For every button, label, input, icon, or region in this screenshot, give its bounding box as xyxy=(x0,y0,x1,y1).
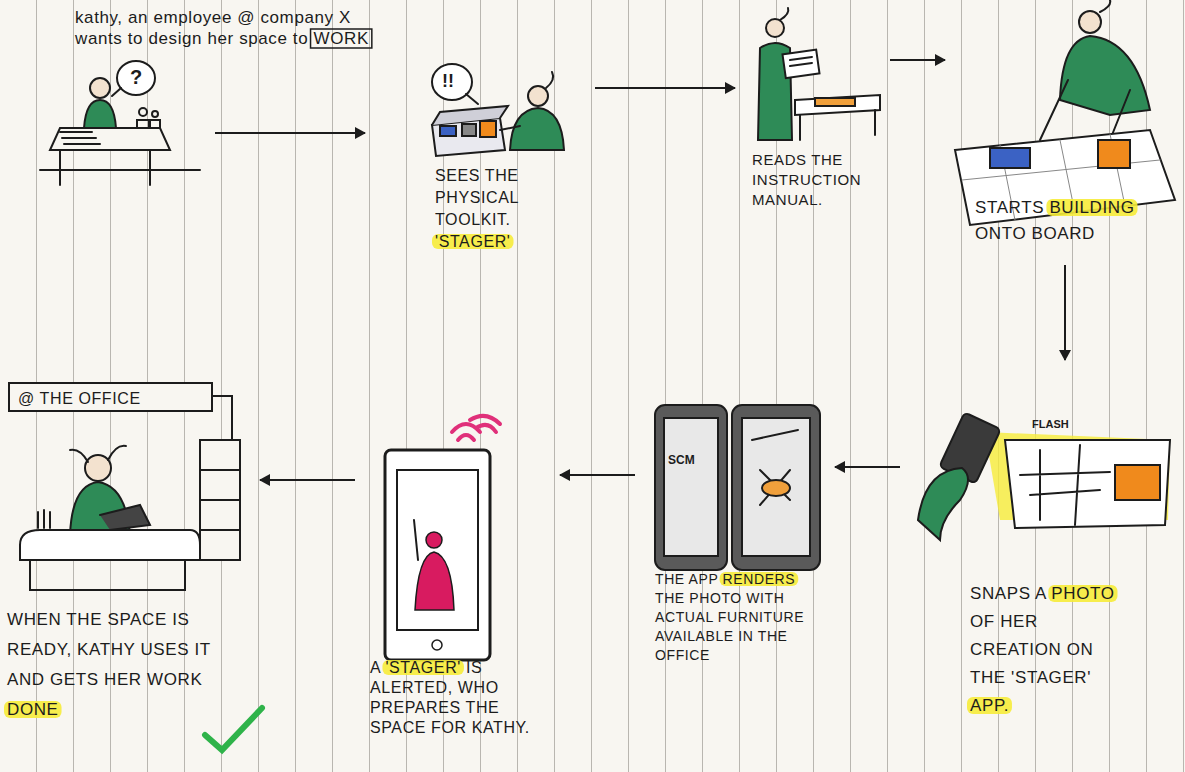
panel-caption: A 'STAGER' IS ALERTED, WHO PREPARES THE … xyxy=(370,658,552,738)
table-legs xyxy=(800,110,875,140)
head xyxy=(90,78,110,98)
head xyxy=(85,455,111,481)
stager-arm xyxy=(414,520,418,560)
story-panel: kathy, an employee @ company X wants to … xyxy=(40,5,210,195)
orange-piece xyxy=(815,98,855,106)
stager-head xyxy=(426,532,442,548)
story-panel: WHEN THE SPACE IS READY, KATHY USES IT A… xyxy=(5,380,255,770)
scene-desk xyxy=(40,61,200,185)
ponytail xyxy=(780,8,788,20)
panel-caption: SNAPS A PHOTO OF HER CREATION ON THE 'ST… xyxy=(970,580,1125,720)
person-icon xyxy=(152,111,158,117)
panel-caption: WHEN THE SPACE IS READY, KATHY USES IT A… xyxy=(7,605,247,725)
manual-lines xyxy=(790,57,812,66)
hand xyxy=(918,468,968,540)
table xyxy=(795,95,880,115)
stager-body xyxy=(415,552,454,610)
head xyxy=(766,19,784,37)
person-icon xyxy=(137,120,149,128)
sketch-label: !! xyxy=(442,71,454,92)
scene-manual xyxy=(758,8,880,140)
flow-arrow xyxy=(835,466,900,468)
location-box: @ THE OFFICE xyxy=(8,382,213,412)
panel-caption: SEES THE PHYSICAL TOOLKIT. 'STAGER' xyxy=(435,165,553,253)
scene-photo xyxy=(918,412,1170,540)
laptop xyxy=(100,505,150,530)
panel-caption: THE APP RENDERS THE PHOTO WITH ACTUAL FU… xyxy=(655,570,827,665)
phone xyxy=(655,405,727,570)
orange-piece xyxy=(1098,140,1130,168)
phone-screen xyxy=(664,418,718,556)
body xyxy=(84,100,116,128)
sketch-label: FLASH xyxy=(1032,418,1069,430)
ponytail xyxy=(546,72,553,88)
panel-caption: STARTS BUILDING ONTO BOARD xyxy=(975,195,1165,247)
bubble-tail xyxy=(112,88,121,96)
panel-caption: @ THE OFFICE xyxy=(18,389,208,409)
story-panel: A 'STAGER' IS ALERTED, WHO PREPARES THE … xyxy=(360,410,555,760)
body xyxy=(510,108,564,150)
label-leader xyxy=(213,396,232,440)
flow-arrow xyxy=(560,474,635,476)
story-panel: THE APP RENDERS THE PHOTO WITH ACTUAL FU… xyxy=(640,400,830,690)
board xyxy=(1005,440,1170,528)
head xyxy=(528,86,548,106)
flow-arrow xyxy=(595,87,735,89)
body xyxy=(1060,36,1150,115)
desk-top xyxy=(50,128,170,150)
done-check xyxy=(205,708,262,750)
pen-cup xyxy=(38,510,50,528)
arms xyxy=(1040,80,1130,140)
panel-caption: READS THE INSTRUCTION MANUAL. xyxy=(752,150,892,210)
panel-caption: kathy, an employee @ company X wants to … xyxy=(75,7,385,49)
flow-arrow xyxy=(260,479,355,481)
person-icon xyxy=(139,108,147,116)
blue-piece xyxy=(440,126,456,136)
ponytail xyxy=(1100,0,1110,12)
flow-arrow xyxy=(890,59,945,61)
thought-bubble xyxy=(117,61,155,95)
furniture-sketch xyxy=(752,430,798,505)
bubble-tail xyxy=(466,94,478,104)
grey-piece xyxy=(462,124,476,136)
chair-sketch xyxy=(762,480,790,496)
alert-waves xyxy=(452,416,500,440)
sketch-label: ? xyxy=(130,66,142,89)
phone-screen xyxy=(742,418,810,556)
desk-legs xyxy=(40,150,200,185)
hair xyxy=(70,446,126,462)
scene-render xyxy=(655,405,820,570)
sketch-label: SCM xyxy=(668,453,695,467)
board-lines xyxy=(1020,445,1110,525)
manual xyxy=(782,50,819,78)
desk-papers xyxy=(60,132,100,144)
person-icon xyxy=(150,120,160,128)
flow-arrow xyxy=(1064,265,1066,360)
phone xyxy=(732,405,820,570)
scene-alert xyxy=(385,416,500,660)
blue-piece xyxy=(990,148,1030,168)
desk-counter xyxy=(20,530,200,560)
desk-front xyxy=(30,560,185,590)
orange-piece xyxy=(1115,465,1160,500)
story-panel: STARTS BUILDING ONTO BOARD xyxy=(950,5,1165,260)
arm xyxy=(500,126,520,130)
phone-screen xyxy=(397,470,478,630)
scene-build xyxy=(955,0,1175,225)
shelf xyxy=(200,440,240,560)
phone-button xyxy=(432,640,442,650)
shelf-lines xyxy=(200,470,240,530)
flow-arrow xyxy=(215,132,365,134)
orange-piece xyxy=(480,121,496,137)
head xyxy=(1079,11,1101,33)
scene-toolkit xyxy=(432,64,564,156)
scene-office xyxy=(20,396,262,750)
story-panel: SEES THE PHYSICAL TOOLKIT. 'STAGER' xyxy=(370,60,590,255)
story-panel: READS THE INSTRUCTION MANUAL. xyxy=(740,10,885,200)
phone xyxy=(385,450,490,660)
